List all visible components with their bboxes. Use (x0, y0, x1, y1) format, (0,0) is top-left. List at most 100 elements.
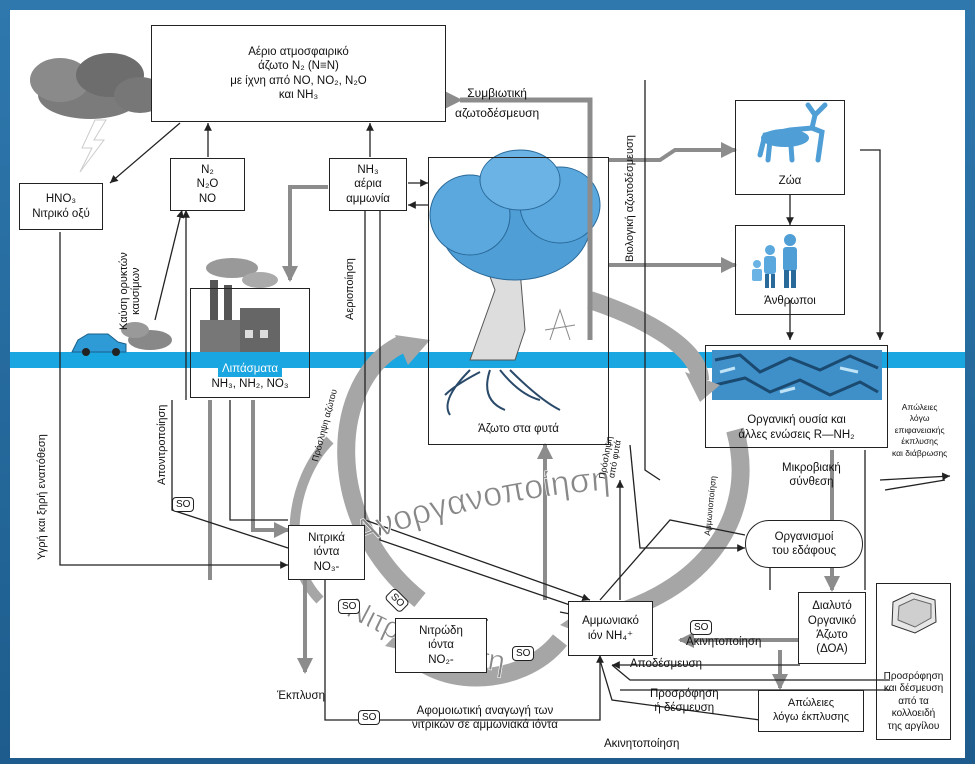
atmosphere-line-2: άζωτο N₂ (N≡N) (258, 60, 339, 73)
nh3-line-3: αμμωνία (346, 192, 390, 205)
so-tag: SO (690, 620, 713, 635)
ammonium-ion-box: Αμμωνιακό ιόν NH₄⁺ (568, 601, 653, 656)
microbial-line-1: Μικροβιακή (782, 462, 841, 474)
organic-line-1: Οργανική ουσία και (747, 414, 846, 427)
surface-loss-line-1: Απώλειες (901, 402, 938, 412)
clay-line-1: Προσρόφηση (883, 670, 944, 682)
adsorption-fixation-label: Προσρόφηση ή δέσμευση (650, 688, 719, 716)
immobilization-label-2: Ακινητοποίηση (604, 738, 680, 750)
fertilizers-formulas: NH₃, NH₂, NO₃ (211, 377, 289, 390)
leaching-label: Έκπλυση (277, 690, 325, 702)
surface-loss-line-3: επιφανειακής (894, 424, 945, 435)
clay-adsorption-box: Προσρόφηση και δέσμευση από τα κολλοειδή… (876, 583, 951, 740)
adsorption-line-2: ή δέσμευση (654, 701, 715, 714)
factory-icon (200, 258, 280, 352)
atmosphere-line-1: Αέριο ατμοσφαιρικό (248, 45, 349, 58)
fertilizers-box: Λιπάσματα NH₃, NH₂, NO₃ (190, 288, 310, 398)
plant-nitrogen-label: Άζωτο στα φυτά (478, 422, 559, 435)
atmospheric-nitrogen-box: Αέριο ατμοσφαιρικό άζωτο N₂ (N≡N) με ίχν… (151, 25, 446, 122)
clay-line-5: της αργίλου (887, 720, 940, 732)
symbiotic-fixation-label: Συμβιωτική αζωτοδέσμευση (455, 86, 539, 121)
ammonia-gas-box: NH₃ αέρια αμμωνία (329, 158, 407, 211)
deer-icon (757, 102, 828, 163)
nitrogen-gases-box: N₂ N₂O NO (170, 158, 245, 211)
leaching-loss-line-1: Απώλειες (787, 697, 835, 710)
people-icon (752, 234, 797, 288)
atmosphere-line-4: και NH₃ (278, 88, 319, 101)
ammonium-formula: ιόν NH₄⁺ (587, 629, 634, 642)
animals-label: Ζώα (778, 174, 802, 187)
biological-fixation-label: Βιολογική αζωτοδέσμευση (624, 135, 636, 262)
don-line-3: Άζωτο (816, 629, 848, 641)
adsorption-line-1: Προσρόφηση (650, 688, 719, 700)
nh3-line-2: αέρια (354, 178, 382, 191)
fossil-fuel-line-1: Καύση ορυκτών (118, 252, 130, 330)
plant-uptake-cycle-arrow (337, 336, 426, 608)
don-line-4: (ΔΟΑ) (816, 643, 848, 656)
assimilatory-line-2: νιτρικών σε αμμωνιακά ιόντα (412, 718, 558, 731)
nitrate-line-2: ιόντα (313, 546, 340, 559)
symbiotic-line-2: αζωτοδέσμευση (455, 106, 540, 121)
denitrification-label: Απονιτροποίηση (156, 404, 168, 485)
microbial-synthesis-label: Μικροβιακή σύνθεση (782, 462, 841, 490)
nitrate-ions-box: Νιτρικά ιόντα NO₃- (288, 525, 365, 580)
nitrate-line-1: Νιτρικά (308, 531, 345, 544)
soil-organisms-line-2: του εδάφους (771, 545, 837, 557)
surface-loss-line-5: και διάβρωσης (892, 447, 948, 458)
hno3-formula: HNO₃ (45, 193, 77, 206)
nh3-formula: NH₃ (357, 163, 379, 176)
don-line-1: Διαλυτό (812, 600, 852, 613)
fossil-fuel-line-2: καυσίμων (130, 267, 143, 315)
fertilizers-title: Λιπάσματα (217, 362, 283, 377)
nitrite-ions-box: Νιτρώδη ιόντα NO₂- (395, 618, 487, 673)
soil-organisms-box: Οργανισμοί του εδάφους (745, 520, 863, 568)
n2-label: N₂ (201, 163, 214, 176)
symbiotic-line-1: Συμβιωτική (467, 86, 527, 100)
leaching-loss-box: Απώλειες λόγω έκπλυσης (758, 690, 864, 732)
don-line-2: Οργανικό (807, 614, 857, 627)
plant-to-organic-arrow (587, 291, 709, 382)
soil-organisms-line-1: Οργανισμοί (774, 530, 834, 543)
clay-line-4: κολλοειδή (891, 708, 936, 719)
soil-texture (712, 350, 882, 400)
clay-particle-icon (891, 592, 937, 634)
n2o-label: N₂O (196, 178, 219, 191)
plant-nitrogen-box: Άζωτο στα φυτά (428, 157, 609, 445)
animals-box: Ζώα (735, 100, 845, 195)
assimilatory-reduction-label: Αφομοιωτική αναγωγή των νιτρικών σε αμμω… (412, 705, 558, 733)
wet-dry-deposition-label: Υγρή και ξηρή εναπόθεση (36, 434, 48, 560)
nitrate-formula: NO₃- (313, 560, 340, 573)
surface-runoff-loss-label: Απώλειες λόγω επιφανειακής έκπλυσης και … (892, 402, 947, 459)
surface-loss-line-4: έκπλυσης (901, 436, 938, 447)
leaching-loss-line-2: λόγω έκπλυσης (772, 711, 850, 723)
nitrite-line-1: Νιτρώδη (419, 624, 463, 637)
so-tag: SO (338, 599, 361, 614)
so-tag: SO (512, 646, 535, 661)
no-label: NO (198, 192, 217, 205)
atmosphere-line-3: με ίχνη από NO, NO₂, N₂O (230, 74, 367, 87)
humans-box: Άνθρωποι (735, 225, 845, 315)
car-icon (71, 322, 172, 356)
ammonium-line-1: Αμμωνιακό (582, 615, 639, 628)
tree-illustration (429, 149, 601, 416)
storm-cloud-icon (30, 53, 166, 173)
immobilization-label-1: Ακινητοποίηση (686, 636, 762, 648)
fossil-fuel-label: Καύση ορυκτών καυσίμων (118, 252, 142, 330)
clay-line-2: και δέσμευση (883, 683, 944, 694)
assimilatory-line-1: Αφομοιωτική αναγωγή των (416, 705, 554, 717)
so-tag: SO (172, 497, 195, 512)
volatilization-label: Αεριοποίηση (344, 258, 356, 320)
organic-line-2: άλλες ενώσεις R—NH₂ (738, 428, 855, 441)
organic-matter-box: Οργανική ουσία και άλλες ενώσεις R—NH₂ (705, 345, 888, 448)
so-tag: SO (358, 710, 381, 725)
mineralization-curved-label: Ανοργανοποίηση (349, 460, 611, 553)
nitrite-formula: NO₂- (428, 653, 454, 666)
microbial-line-2: σύνθεση (789, 475, 834, 488)
defixation-label: Αποδέσμευση (630, 658, 702, 670)
dissolved-organic-nitrogen-box: Διαλυτό Οργανικό Άζωτο (ΔΟΑ) (798, 592, 866, 664)
clay-line-3: από τα (898, 695, 929, 707)
humans-label: Άνθρωποι (764, 294, 816, 307)
surface-loss-line-2: λόγω (909, 413, 930, 424)
nitrite-line-2: ιόντα (428, 639, 454, 652)
